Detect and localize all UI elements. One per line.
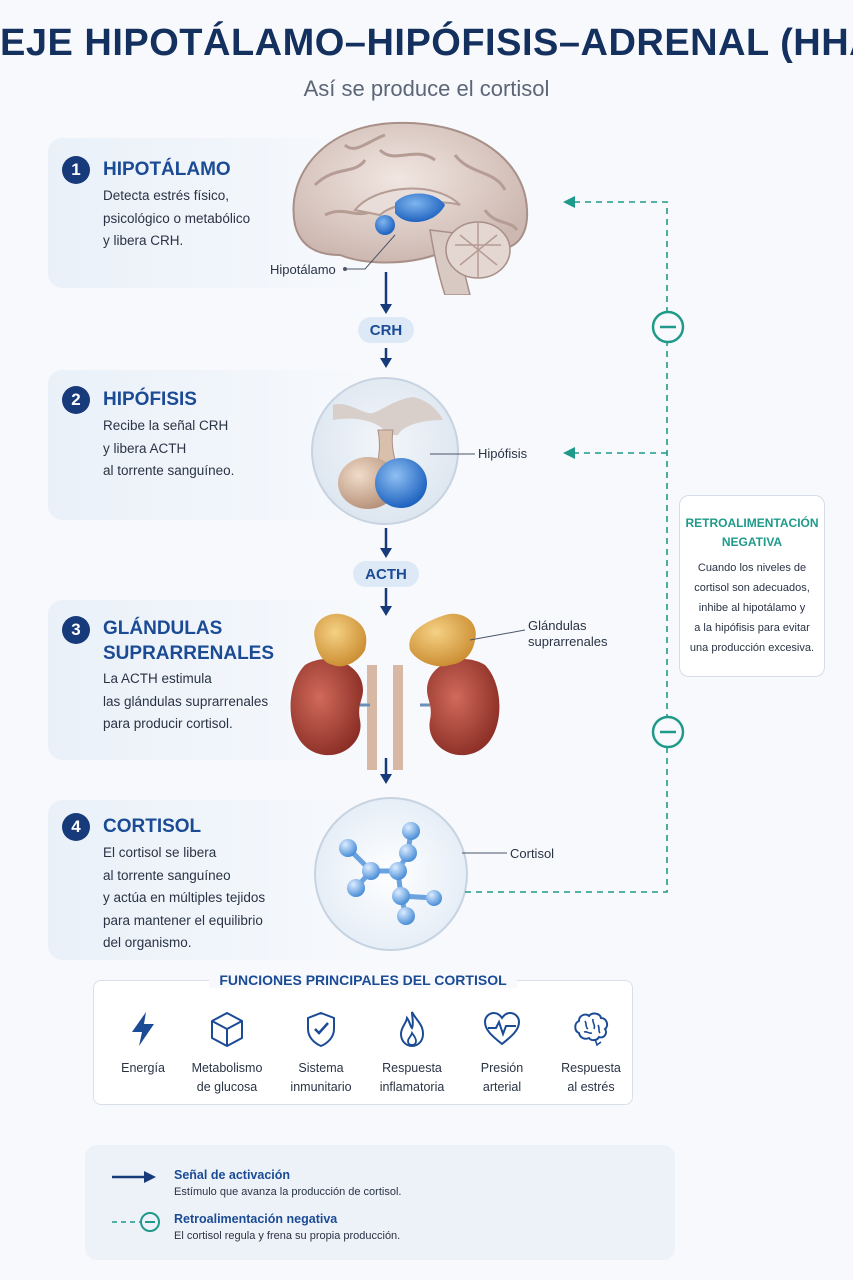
legend-activation-desc: Estímulo que avanza la producción de cor… — [174, 1186, 402, 1198]
cortisol-pointer-line — [462, 852, 507, 854]
hipotalamo-pointer-line — [343, 234, 396, 271]
brain-illustration — [292, 121, 529, 295]
hipotalamo-image-label: Hipotálamo — [270, 262, 336, 277]
inhibition-minus-icon — [651, 715, 685, 749]
crh-pill: CRH — [358, 317, 414, 343]
suprarrenales-pointer-line — [470, 629, 525, 641]
function-energia: Energía — [100, 1009, 186, 1078]
hipofisis-image-label: Hipófisis — [478, 446, 528, 461]
feedback-info-card: RETROALIMENTACIÓN NEGATIVA Cuando los ni… — [679, 495, 825, 677]
step-number-badge: 3 — [62, 616, 90, 644]
feedback-title: RETROALIMENTACIÓN NEGATIVA — [685, 516, 819, 549]
negative-feedback-path — [465, 196, 668, 893]
functions-title: FUNCIONES PRINCIPALES DEL CORTISOL — [94, 972, 632, 988]
step-number-badge: 4 — [62, 813, 90, 841]
page-title: EJE HIPOTÁLAMO–HIPÓFISIS–ADRENAL (HHA) — [0, 22, 853, 64]
cortisol-molecule-illustration — [314, 797, 468, 951]
activation-arrow-icon — [112, 1171, 156, 1183]
page-subtitle: Así se produce el cortisol — [303, 76, 550, 101]
feedback-description: Cuando los niveles de cortisol son adecu… — [689, 562, 815, 654]
function-presion-arterial: Presión arterial — [459, 1009, 545, 1097]
function-inmunitario: Sistema inmunitario — [278, 1009, 364, 1097]
legend-activation-title: Señal de activación — [174, 1168, 291, 1182]
function-estres: Respuesta al estrés — [548, 1009, 634, 1097]
step-description: Recibe la señal CRH y libera ACTH al tor… — [103, 418, 235, 478]
legend-feedback-desc: El cortisol regula y frena su propia pro… — [174, 1230, 401, 1242]
shield-check-icon — [307, 1011, 335, 1048]
suprarrenales-image-label: Glándulas suprarrenales — [528, 618, 608, 649]
flame-icon — [399, 1011, 425, 1048]
legend-feedback-title: Retroalimentación negativa — [174, 1212, 338, 1226]
step-description: El cortisol se libera al torrente sanguí… — [103, 845, 266, 950]
cortisol-functions-panel: FUNCIONES PRINCIPALES DEL CORTISOL Energ… — [93, 972, 634, 1105]
feedback-dashed-minus-icon — [112, 1212, 160, 1232]
heart-pulse-icon — [483, 1011, 521, 1046]
lightning-icon — [132, 1012, 154, 1046]
legend-panel: Señal de activación Estímulo que avanza … — [85, 1145, 675, 1260]
brain-icon — [574, 1012, 609, 1047]
hipofisis-pointer-line — [430, 453, 475, 455]
step-description: Detecta estrés físico, psicológico o met… — [103, 188, 251, 248]
inhibition-minus-icon — [651, 310, 685, 344]
step-description: La ACTH estimula las glándulas suprarren… — [103, 671, 269, 731]
function-inflamatoria: Respuesta inflamatoria — [369, 1009, 455, 1097]
step-title: GLÁNDULAS SUPRARRENALES — [103, 618, 275, 664]
pituitary-illustration — [311, 377, 459, 525]
step-number-badge: 1 — [62, 156, 90, 184]
cube-icon — [211, 1012, 243, 1047]
cortisol-image-label: Cortisol — [510, 846, 555, 861]
flow-arrows — [380, 272, 392, 784]
step-title: CORTISOL — [103, 816, 202, 837]
step-title: HIPOTÁLAMO — [103, 159, 231, 180]
function-glucosa: Metabolismo de glucosa — [184, 1009, 270, 1097]
acth-pill: ACTH — [353, 561, 419, 587]
step-title: HIPÓFISIS — [103, 389, 197, 410]
step-number-badge: 2 — [62, 386, 90, 414]
adrenal-illustration — [290, 613, 500, 770]
